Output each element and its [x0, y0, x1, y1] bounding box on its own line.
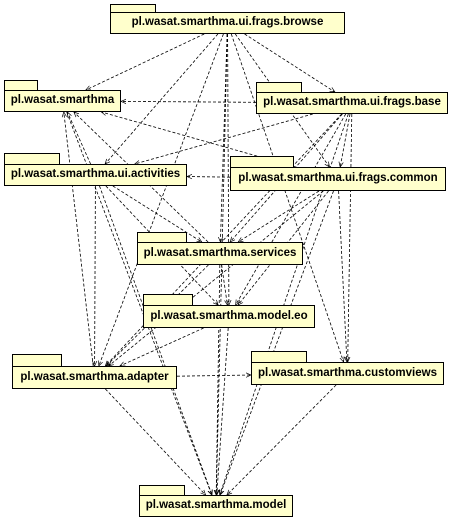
package-label: pl.wasat.smarthma.ui.frags.base — [256, 92, 448, 114]
dependency-arrow-common-to-root — [101, 112, 296, 168]
package-label: pl.wasat.smarthma.customviews — [251, 362, 444, 385]
dependency-arrow-common-to-model — [220, 190, 334, 495]
dependency-arrow-adapter-to-root — [64, 112, 94, 367]
package-label: pl.wasat.smarthma.ui.activities — [4, 164, 187, 186]
dependency-arrow-base-to-common — [340, 113, 351, 167]
package-label: pl.wasat.smarthma.model — [139, 495, 293, 517]
dependency-arrow-activities-to-root — [67, 112, 91, 165]
package-label: pl.wasat.smarthma.model.eo — [143, 305, 315, 328]
dependency-arrow-base-to-activities — [135, 113, 313, 164]
dependency-arrow-adapter-to-model — [105, 388, 205, 495]
dependency-arrow-browse-to-base — [244, 33, 335, 92]
dependency-arrow-common-to-adapter — [109, 190, 324, 366]
dependency-arrow-root-to-model — [66, 111, 212, 495]
package-label: pl.wasat.smarthma.ui.frags.common — [230, 167, 446, 191]
dependency-arrow-browse-to-root — [86, 33, 205, 91]
dependency-arrow-browse-to-activities — [105, 33, 219, 164]
dependency-arrow-eo-to-model — [217, 327, 229, 495]
package-label: pl.wasat.smarthma.services — [137, 242, 303, 265]
dependency-arrow-common-to-customviews — [338, 190, 347, 362]
dependency-arrow-services-to-root — [74, 112, 209, 243]
dependency-arrow-base-to-customviews — [348, 113, 353, 362]
dependency-arrow-browse-to-adapter — [99, 33, 224, 366]
dependency-arrow-eo-to-adapter — [120, 327, 204, 367]
dependency-arrow-browse-to-customviews — [230, 33, 343, 362]
dependency-arrow-services-to-eo — [221, 264, 228, 305]
dependency-arrow-common-to-activities — [187, 177, 231, 178]
package-label: pl.wasat.smarthma — [4, 90, 121, 112]
package-label: pl.wasat.smarthma.adapter — [12, 366, 177, 389]
dependency-arrow-activities-to-adapter — [95, 185, 96, 366]
dependency-arrow-common-to-services — [238, 190, 320, 242]
package-label: pl.wasat.smarthma.ui.frags.browse — [110, 12, 345, 34]
dependency-arrow-base-to-eo — [236, 113, 347, 305]
dependency-arrow-services-to-model — [216, 264, 221, 495]
dependency-arrow-customviews-to-model — [227, 384, 337, 495]
dependency-arrow-base-to-root — [121, 101, 257, 102]
dependency-arrow-adapter-to-customviews — [176, 375, 251, 376]
